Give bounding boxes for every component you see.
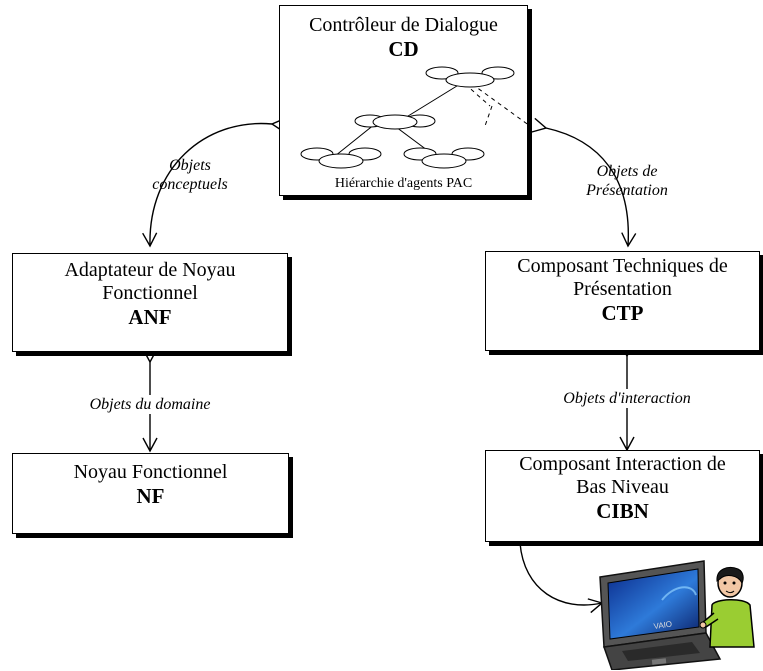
cibn-abbr: CIBN (596, 499, 649, 523)
nf-abbr: NF (136, 484, 165, 508)
laptop-brand: VAIO (653, 619, 673, 630)
pac-hierarchy-tree (300, 66, 529, 169)
hierarchy-label: Hiérarchie d'agents PAC (334, 176, 473, 191)
ctp-title-line1: Composant Techniques de (517, 255, 728, 277)
label-presentation-objects: Objets de Présentation (562, 162, 692, 200)
arrow-cibn-user (511, 529, 604, 614)
label-conceptual-line1: Objets (169, 157, 211, 174)
label-interaction-objects: Objets d'interaction (537, 389, 717, 408)
arrow-cd-ctp (531, 117, 637, 248)
cd-title: Contrôleur de Dialogue (309, 14, 498, 36)
ctp-abbr: CTP (601, 301, 644, 325)
cibn-title-line1: Composant Interaction de (519, 453, 726, 475)
user-icon (700, 567, 755, 648)
label-domain-objects: Objets du domaine (60, 395, 240, 414)
anf-title-line1: Adaptateur de Noyau (64, 259, 236, 281)
nf-title: Noyau Fonctionnel (73, 461, 228, 483)
dialogue-controller-box: Contrôleur de Dialogue CD (279, 5, 529, 196)
laptop-icon: VAIO (599, 560, 722, 670)
anf-title-line2: Fonctionnel (102, 282, 198, 304)
anf-abbr: ANF (128, 305, 172, 329)
label-presentation-line2: Présentation (586, 182, 668, 199)
nf-box: Noyau Fonctionnel NF (12, 453, 289, 534)
cibn-title-line2: Bas Niveau (576, 476, 669, 498)
arrow-cd-anf (142, 117, 286, 248)
cibn-box: Composant Interaction de Bas Niveau CIBN (485, 450, 760, 542)
label-presentation-line1: Objets de (596, 163, 658, 180)
label-conceptual-objects: Objets conceptuels (125, 156, 255, 194)
ctp-title-line2: Présentation (573, 278, 672, 300)
ctp-box: Composant Techniques de Présentation CTP (485, 251, 760, 351)
label-conceptual-line2: conceptuels (152, 176, 228, 193)
cd-abbr: CD (388, 37, 419, 61)
anf-box: Adaptateur de Noyau Fonctionnel ANF (12, 253, 288, 352)
